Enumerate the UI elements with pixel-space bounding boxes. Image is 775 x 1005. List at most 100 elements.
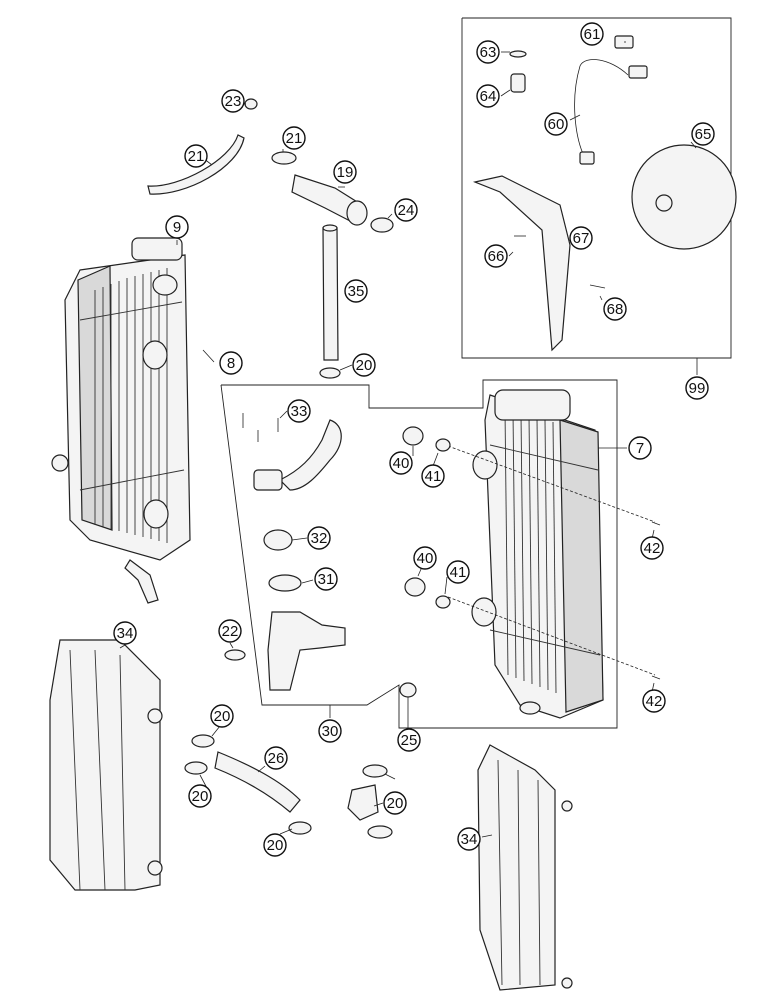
lower-hoses	[184, 682, 417, 839]
callout-label: 33	[291, 403, 308, 420]
callout-circle	[314, 567, 338, 591]
callout-label: 20	[192, 788, 209, 805]
callout-21: 21	[184, 144, 208, 168]
callout-circle	[165, 215, 189, 239]
callout-65: 65	[691, 122, 715, 146]
callout-circle	[476, 40, 500, 64]
callout-circle	[352, 353, 376, 377]
callout-41: 41	[421, 464, 445, 488]
callout-42: 42	[642, 689, 666, 713]
upper-fitting	[271, 151, 394, 233]
callout-41: 41	[446, 560, 470, 584]
callout-label: 24	[398, 202, 415, 219]
callout-20: 20	[188, 784, 212, 808]
callout-label: 64	[480, 88, 497, 105]
callout-circle	[287, 399, 311, 423]
callout-circle	[640, 536, 664, 560]
callout-20: 20	[210, 704, 234, 728]
callout-circle	[282, 126, 306, 150]
callout-circle	[421, 464, 445, 488]
callout-label: 32	[311, 530, 328, 547]
callout-label: 60	[548, 116, 565, 133]
callout-68: 68	[603, 297, 627, 321]
callout-19: 19	[333, 160, 357, 184]
callout-label: 20	[267, 837, 284, 854]
callout-label: 41	[425, 468, 442, 485]
callout-circle	[219, 351, 243, 375]
callout-21: 21	[282, 126, 306, 150]
callout-circle	[218, 619, 242, 643]
fan-kit-frame	[461, 17, 732, 359]
callout-label: 30	[322, 723, 339, 740]
callout-circle	[397, 728, 421, 752]
callout-24: 24	[394, 198, 418, 222]
callout-label: 61	[584, 26, 601, 43]
grommets-washers	[402, 426, 451, 609]
callout-40: 40	[413, 546, 437, 570]
callout-label: 21	[286, 130, 303, 147]
callout-circle	[383, 791, 407, 815]
callout-circle	[413, 546, 437, 570]
callout-circle	[344, 279, 368, 303]
callout-label: 67	[573, 230, 590, 247]
callout-circle	[628, 436, 652, 460]
callout-label: 34	[117, 625, 134, 642]
callout-23: 23	[221, 89, 245, 113]
thermostat-housing	[224, 419, 346, 691]
hose-small	[147, 98, 258, 195]
callout-33: 33	[287, 399, 311, 423]
callout-label: 42	[646, 693, 663, 710]
callout-9: 9	[165, 215, 189, 239]
callout-circle	[446, 560, 470, 584]
left-radiator	[51, 237, 191, 604]
callout-64: 64	[476, 84, 500, 108]
callout-circle	[113, 621, 137, 645]
thermostat-group-frame	[220, 379, 618, 729]
callout-circle	[691, 122, 715, 146]
callout-circle	[642, 689, 666, 713]
callout-label: 31	[318, 571, 335, 588]
callout-circle	[307, 526, 331, 550]
callout-label: 25	[401, 732, 418, 749]
callout-circle	[394, 198, 418, 222]
callout-34: 34	[457, 827, 481, 851]
callout-31: 31	[314, 567, 338, 591]
callout-label: 35	[348, 283, 365, 300]
callout-label: 20	[387, 795, 404, 812]
callout-circle	[333, 160, 357, 184]
callout-30: 30	[318, 719, 342, 743]
callout-label: 65	[695, 126, 712, 143]
right-shroud	[477, 744, 573, 991]
callout-circle	[318, 719, 342, 743]
callout-label: 20	[356, 357, 373, 374]
callout-66: 66	[484, 244, 508, 268]
screws	[242, 413, 661, 680]
callout-label: 66	[488, 248, 505, 265]
callout-label: 63	[480, 44, 497, 61]
callout-label: 41	[450, 564, 467, 581]
callout-7: 7	[628, 436, 652, 460]
callout-20: 20	[352, 353, 376, 377]
callout-circle	[580, 22, 604, 46]
callout-32: 32	[307, 526, 331, 550]
callout-layer: 61 63 64 60 65 67 66 68 99 23 21 19 24 21 9 35 8 20 33 7 40 4…	[113, 22, 715, 857]
callout-label: 9	[173, 219, 181, 236]
callout-20: 20	[263, 833, 287, 857]
callout-label: 8	[227, 355, 235, 372]
callout-25: 25	[397, 728, 421, 752]
callout-67: 67	[569, 226, 593, 250]
callout-26: 26	[264, 746, 288, 770]
callout-label: 21	[188, 148, 205, 165]
callout-circle	[569, 226, 593, 250]
callout-circle	[210, 704, 234, 728]
callout-61: 61	[580, 22, 604, 46]
callout-label: 99	[689, 380, 706, 397]
right-radiator	[471, 389, 604, 719]
callout-label: 26	[268, 750, 285, 767]
callout-circle	[685, 376, 709, 400]
callout-circle	[221, 89, 245, 113]
left-shroud	[49, 639, 163, 891]
leader-lines	[119, 41, 697, 838]
callout-circle	[184, 144, 208, 168]
callout-60: 60	[544, 112, 568, 136]
